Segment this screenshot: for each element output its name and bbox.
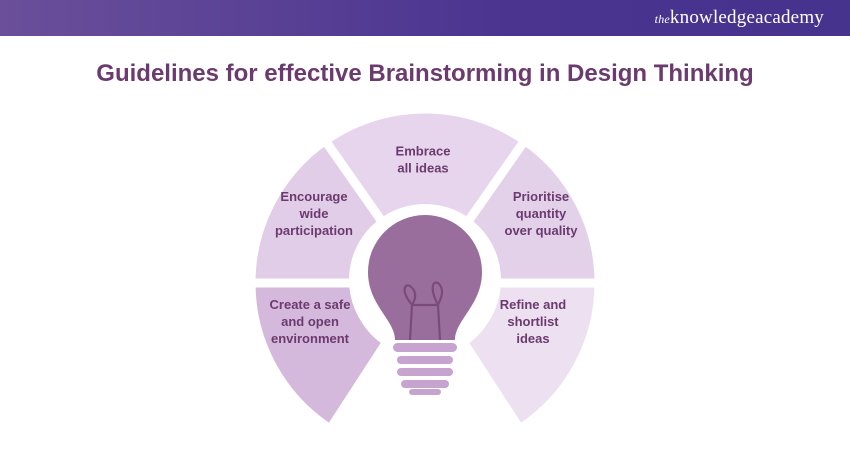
header-bar: theknowledgeacademy — [0, 0, 850, 36]
bulb-base-band — [397, 368, 453, 376]
page-title: Guidelines for effective Brainstorming i… — [96, 60, 754, 87]
filament-icon — [403, 281, 444, 341]
bulb-base-band — [401, 380, 449, 388]
bulb-base-band — [409, 389, 441, 395]
bulb-base-band — [393, 343, 457, 352]
lightbulb-icon — [368, 215, 482, 340]
logo[interactable]: theknowledgeacademy — [654, 7, 824, 28]
bulb-base-band — [397, 356, 453, 364]
